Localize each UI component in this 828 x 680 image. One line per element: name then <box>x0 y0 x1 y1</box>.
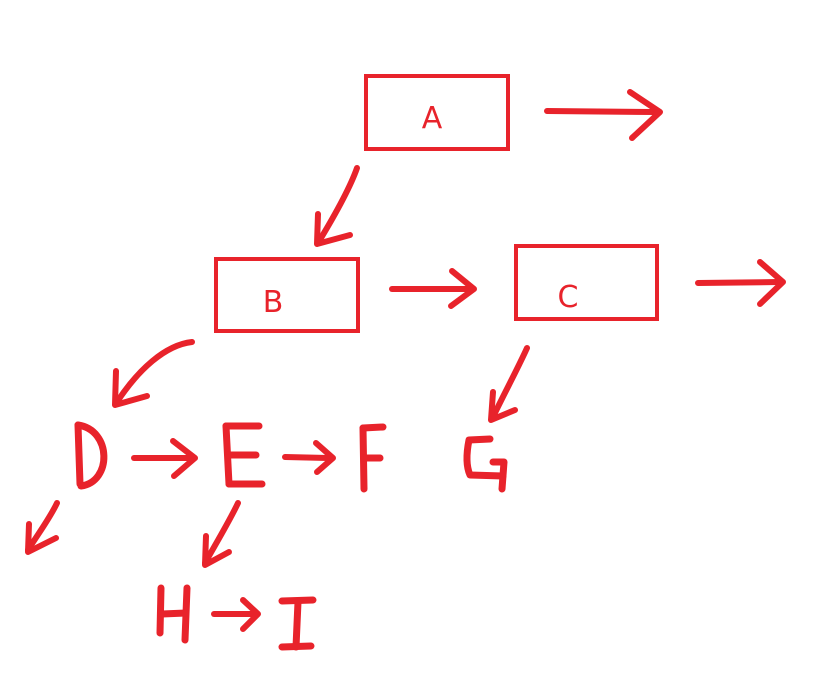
node-i <box>278 596 317 651</box>
arrow-e-to-h <box>202 500 241 568</box>
node-b: B <box>214 257 360 333</box>
arrow-a-to-b <box>314 165 360 247</box>
arrow-d-to-e <box>131 438 198 479</box>
arrow-b-to-d <box>112 339 195 408</box>
node-a-label: A <box>422 101 443 136</box>
arrow-b-to-c <box>389 268 477 309</box>
arrow-c-to-g <box>488 345 530 423</box>
arrow-h-to-i <box>211 597 261 632</box>
arrow-e-to-f <box>282 440 336 475</box>
node-e <box>222 422 266 488</box>
node-c: C <box>514 244 659 321</box>
node-a-box <box>364 74 510 151</box>
node-b-box <box>214 257 360 333</box>
node-c-label: C <box>558 280 579 315</box>
node-d <box>74 421 108 490</box>
node-f <box>359 423 387 493</box>
arrow-c-next <box>695 259 786 307</box>
arrow-d-down-left <box>25 500 60 555</box>
arrow-a-next <box>544 89 663 141</box>
node-g <box>463 435 508 493</box>
node-b-label: B <box>263 285 284 320</box>
node-c-box <box>514 244 659 321</box>
node-h <box>156 584 191 644</box>
node-a: A <box>364 74 510 151</box>
